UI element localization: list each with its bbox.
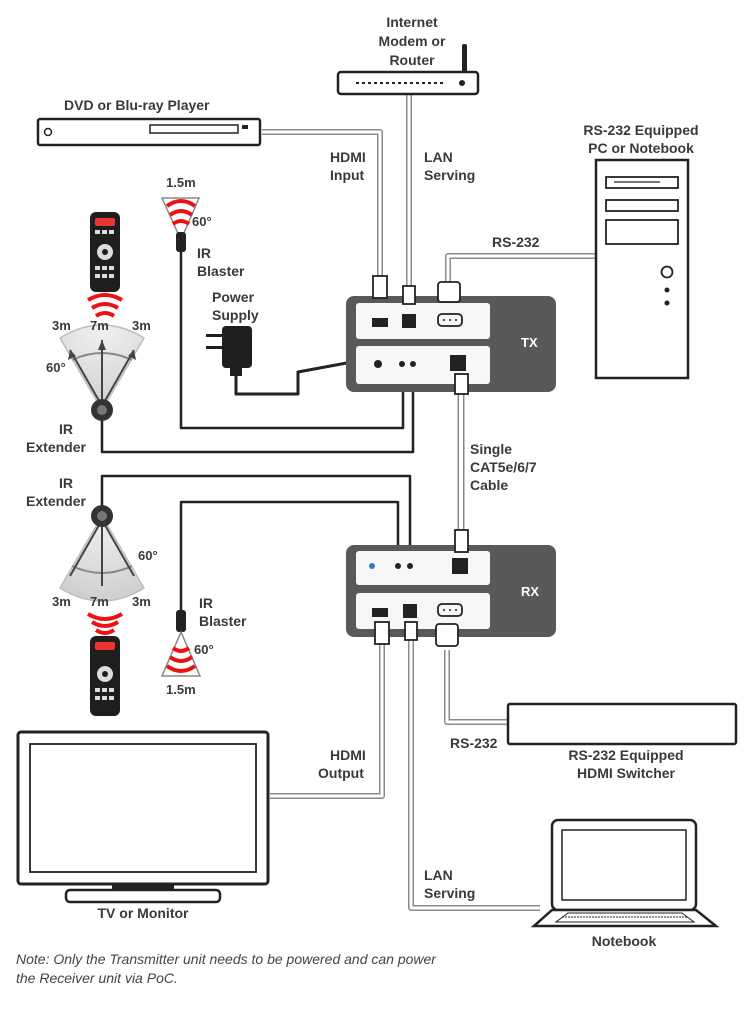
cables [100, 92, 596, 911]
notebook-computer [530, 818, 720, 928]
ir-extender-bottom-label-1: IR [59, 475, 73, 491]
blaster-bottom-distance: 1.5m [166, 682, 196, 697]
pc-label-1: RS-232 Equipped [583, 122, 698, 138]
ir-blaster-top [160, 197, 201, 252]
lan-top-label-1: LAN [424, 149, 453, 165]
power-supply-label-1: Power [212, 289, 255, 305]
ext-top-angle: 60° [46, 360, 66, 375]
blaster-top-angle: 60° [192, 214, 212, 229]
rx-label: RX [521, 584, 539, 599]
ir-blaster-bottom-label-2: Blaster [199, 613, 247, 629]
ir-extender-top-label-1: IR [59, 421, 73, 437]
modem-label-2: Modem or [379, 33, 446, 49]
power-supply-label-2: Supply [212, 307, 259, 323]
cable-label-2: CAT5e/6/7 [470, 459, 537, 475]
cable-label-1: Single [470, 441, 512, 457]
ir-extender-top-cable [100, 372, 415, 454]
lan-bottom-label-2: Serving [424, 885, 475, 901]
ir-blaster-icon [176, 232, 186, 252]
rs232-top-label: RS-232 [492, 234, 540, 250]
rs232-bottom-label: RS-232 [450, 735, 498, 751]
lan-top-label-2: Serving [424, 167, 475, 183]
rx-unit: RX [346, 529, 556, 647]
ir-extender-bottom [58, 505, 146, 602]
ir-extender-bottom-cable [100, 474, 412, 548]
pc-tower [594, 158, 690, 380]
tv-label: TV or Monitor [98, 905, 190, 921]
ext-bottom-angle: 60° [138, 548, 158, 563]
cable-label-3: Cable [470, 477, 508, 493]
hdmi-output-label-1: HDMI [330, 747, 366, 763]
ir-blaster-bottom [160, 610, 202, 677]
ext-bottom-left-range: 3m [52, 594, 71, 609]
ext-bottom-right-range: 3m [132, 594, 151, 609]
remote-top [86, 212, 124, 318]
power-adapter-icon [222, 326, 252, 368]
blaster-bottom-angle: 60° [194, 642, 214, 657]
tv-monitor [16, 730, 270, 904]
dvd-player [36, 117, 262, 147]
remote-bottom [86, 612, 124, 716]
ir-signal-icon-bottom [160, 630, 202, 677]
ir-blaster-top-cable [179, 248, 405, 430]
hdmi-input-label-2: Input [330, 167, 365, 183]
ir-blaster-bottom-label-1: IR [199, 595, 213, 611]
text-labels: Internet Modem or Router DVD or Blu-ray … [26, 14, 699, 949]
hdmi-input-label-1: HDMI [330, 149, 366, 165]
tx-label: TX [521, 335, 538, 350]
modem-label-1: Internet [386, 14, 438, 30]
pc-label-2: PC or Notebook [588, 140, 694, 156]
rs232-top-cable [445, 253, 596, 286]
ir-blaster-bottom-cable [179, 500, 400, 612]
ir-blaster-top-label-2: Blaster [197, 263, 245, 279]
ext-top-right-range: 3m [132, 318, 151, 333]
modem-router [336, 44, 480, 96]
rs232-bottom-cable [444, 650, 510, 725]
footnote: Note: Only the Transmitter unit needs to… [16, 951, 436, 986]
ext-top-left-range: 3m [52, 318, 71, 333]
hdmi-output-label-2: Output [318, 765, 364, 781]
ir-signal-icon [160, 197, 201, 242]
ir-blaster-icon-bottom [176, 610, 186, 632]
ir-extender-top [58, 324, 146, 421]
hdmi-switcher [506, 702, 738, 746]
switcher-label-1: RS-232 Equipped [568, 747, 683, 763]
ir-extender-bottom-label-2: Extender [26, 493, 86, 509]
power-adapter [206, 326, 252, 376]
lan-bottom-label-1: LAN [424, 867, 453, 883]
ext-bottom-mid-range: 7m [90, 594, 109, 609]
modem-label-3: Router [389, 52, 435, 68]
tx-unit: TX [346, 275, 556, 395]
notebook-label: Notebook [592, 933, 657, 949]
antenna-icon [462, 44, 467, 72]
ir-blaster-top-label-1: IR [197, 245, 211, 261]
blaster-top-distance: 1.5m [166, 175, 196, 190]
switcher-label-2: HDMI Switcher [577, 765, 676, 781]
dvd-label: DVD or Blu-ray Player [64, 97, 210, 113]
ir-extender-top-label-2: Extender [26, 439, 86, 455]
ext-top-mid-range: 7m [90, 318, 109, 333]
